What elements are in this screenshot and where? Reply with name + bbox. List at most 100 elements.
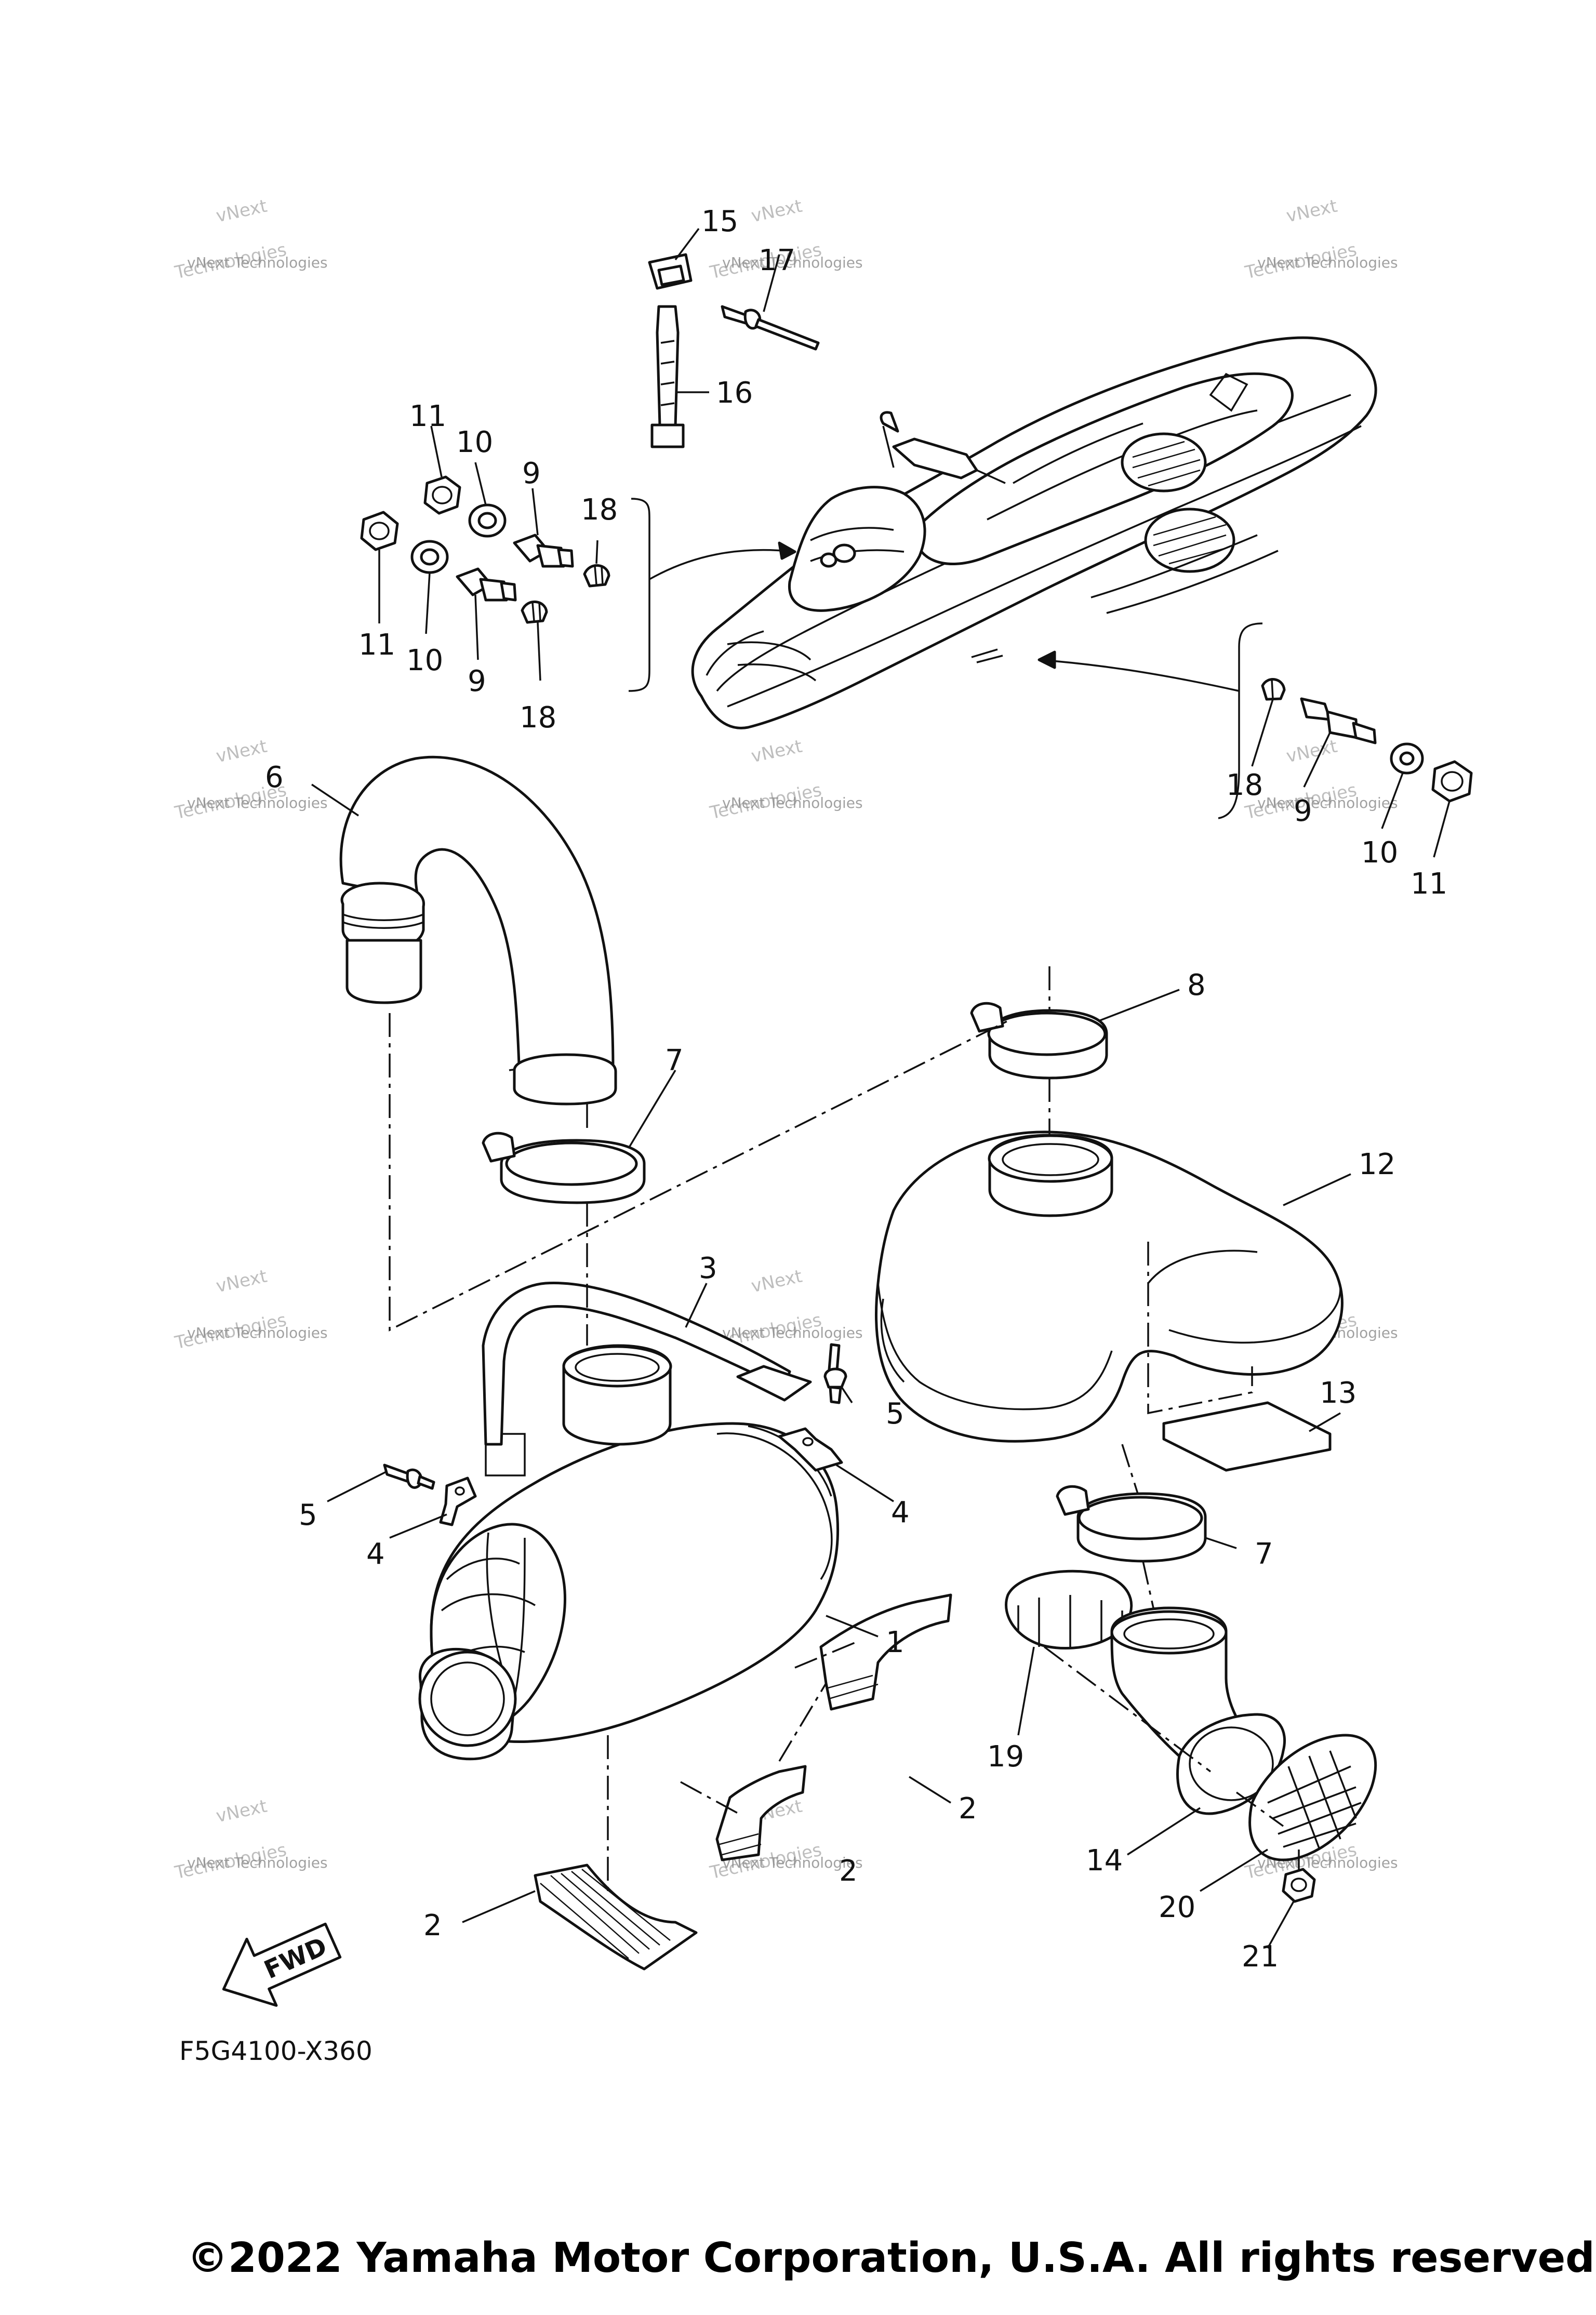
hose-clip-18 [1261,678,1286,701]
svg-text:vNext: vNext [749,1266,804,1297]
rivet-5 [383,1463,435,1490]
group-bracket [628,498,650,692]
callout-21: 21 [1242,1940,1279,1974]
callout-8: 8 [1187,968,1206,1002]
callout-18: 18 [1226,768,1263,802]
watercraft-hull [691,336,1377,729]
hose-clip-18 [583,564,610,588]
svg-text:vNext Technologies: vNext Technologies [187,1854,328,1871]
damper-2 [819,1593,952,1711]
watermark: vNext Technologies vNext Technologies [172,1796,327,1884]
copyright-notice: ©2022 Yamaha Motor Corporation, U.S.A. A… [187,2234,1596,2282]
callout-3: 3 [699,1252,717,1285]
hose-clip-18 [521,601,548,624]
callout-7: 7 [1255,1537,1273,1571]
callout-10: 10 [406,644,443,677]
rivet-17 [721,305,820,351]
callout-5: 5 [299,1498,317,1532]
stay-4 [439,1476,477,1526]
washer-10 [468,503,507,538]
air-box-1 [418,1344,840,1761]
damper-2 [715,1765,807,1861]
hose-clamp-8 [970,1002,1108,1080]
callout-2: 2 [423,1909,442,1943]
callout-9: 9 [522,457,541,490]
svg-text:vNext: vNext [214,1266,269,1297]
svg-text:vNext: vNext [749,196,804,227]
damper-2 [534,1864,698,1971]
watermark: vNext Technologies vNext Technologies [172,736,327,824]
fitting-group-right [1038,622,1473,819]
svg-text:vNext Technologies: vNext Technologies [1257,254,1398,271]
callout-9: 9 [1294,794,1312,828]
group-bracket [1218,622,1263,819]
cable-tie-16 [650,305,685,448]
svg-text:vNext: vNext [749,736,804,767]
callout-6: 6 [265,761,284,794]
nipple-9 [513,534,574,568]
callout-4: 4 [366,1537,385,1571]
svg-text:vNext Technologies: vNext Technologies [187,254,328,271]
tank-12 [875,1130,1344,1443]
svg-text:vNext Technologies: vNext Technologies [722,254,863,271]
nut-11 [423,475,461,515]
callout-18: 18 [520,701,556,735]
callout-5: 5 [886,1397,905,1431]
watermark: vNext Technologies vNext Technologies [172,1266,327,1354]
diagram-code: F5G4100-X360 [179,2036,373,2066]
fwd-arrow: FWD [222,1922,342,2007]
callout-11: 11 [409,400,446,433]
strap-3 [482,1282,812,1476]
callout-20: 20 [1159,1891,1195,1924]
callout-10: 10 [1361,836,1398,870]
nut-11 [360,511,399,551]
svg-text:vNext Technologies: vNext Technologies [1257,794,1398,811]
rivet-5 [823,1343,847,1404]
assembly-lines [389,966,1300,1891]
watermark: vNext Technologies vNext Technologies [1243,196,1398,284]
callout-4: 4 [891,1496,910,1529]
callouts: 15 17 16 11 10 9 18 11 10 9 18 6 18 9 10… [265,205,1447,1974]
hose-clamp-7 [1056,1485,1207,1563]
pad-13 [1162,1401,1332,1472]
callout-9: 9 [468,664,486,698]
svg-text:vNext Technologies: vNext Technologies [722,794,863,811]
stay-4 [778,1427,843,1472]
watermark: vNext Technologies vNext Technologies [172,196,327,284]
svg-text:vNext: vNext [1284,736,1339,767]
callout-11: 11 [358,628,395,662]
callout-7: 7 [665,1044,684,1077]
callout-15: 15 [701,205,738,238]
callout-17: 17 [759,244,795,277]
callout-10: 10 [456,425,493,459]
plate-20 [1248,1734,1377,1861]
callout-14: 14 [1086,1844,1123,1878]
callout-13: 13 [1320,1376,1356,1410]
svg-text:vNext: vNext [214,736,269,767]
nut-21 [1282,1868,1316,1903]
callout-2: 2 [959,1792,977,1826]
svg-text:vNext Technologies: vNext Technologies [722,1324,863,1341]
callout-11: 11 [1411,867,1447,901]
svg-text:vNext Technologies: vNext Technologies [187,794,328,811]
intake-duct-6 [339,755,617,1106]
callout-16: 16 [716,376,753,410]
fitting-group-upper-left [360,475,796,692]
svg-text:vNext Technologies: vNext Technologies [187,1324,328,1341]
callout-2: 2 [839,1854,858,1888]
svg-text:vNext: vNext [214,196,269,227]
nut-11 [1431,760,1473,803]
callout-18: 18 [581,493,618,527]
svg-text:vNext: vNext [1284,196,1339,227]
nipple-9 [456,567,517,602]
callout-19: 19 [987,1740,1024,1774]
callout-1: 1 [886,1626,905,1659]
nipple-9 [1300,697,1377,744]
leader-lines [311,228,1451,1949]
duct-elbow-14 [1110,1606,1286,1815]
svg-text:vNext: vNext [214,1796,269,1827]
hose-clamp-7 [482,1132,646,1204]
band-clip-15 [648,253,693,290]
washer-10 [1390,742,1424,775]
